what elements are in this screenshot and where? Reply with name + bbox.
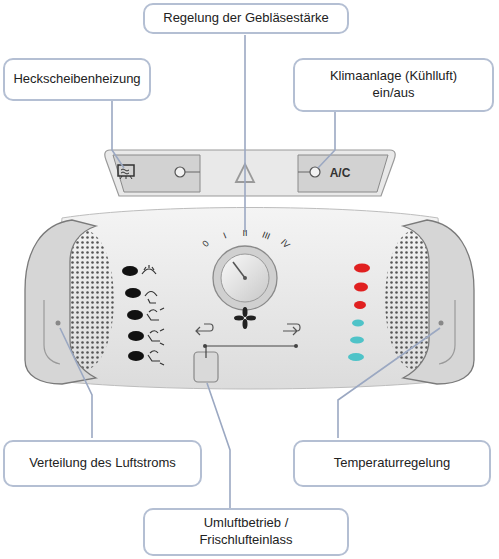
left-vent-part	[25, 220, 96, 384]
fan-speed-mark: II	[242, 229, 247, 238]
air-distribution-icons-part	[148, 329, 164, 345]
rear-defrost-button-part	[121, 169, 129, 174]
leader-lines-part	[60, 328, 92, 438]
leader-lines-part	[338, 328, 440, 438]
temperature-dots-part	[348, 353, 364, 361]
fan-knob-part	[233, 262, 245, 278]
fan-knob	[213, 246, 277, 310]
switch-strip	[105, 150, 395, 196]
fan-icon-part	[243, 307, 248, 317]
callout-box: Regelung der Gebläsestärke	[143, 3, 349, 34]
left-vent-part	[56, 321, 61, 326]
rear-defrost-button	[113, 155, 200, 192]
callout-label: Verteilung des Luftstroms	[29, 455, 176, 472]
temperature-dots-part	[350, 337, 364, 344]
right-vent-part	[439, 321, 444, 326]
fan-icon-part	[243, 319, 248, 329]
air-distribution-dots-part	[122, 266, 138, 276]
ac-button-part	[310, 167, 320, 177]
air-distribution-dots-part	[125, 288, 141, 298]
recirculation-slider-part	[205, 346, 206, 358]
right-vent-part	[439, 300, 455, 364]
callout-label: Umluftbetrieb / Frischlufteinlass	[176, 515, 316, 549]
fan-icon	[234, 307, 256, 329]
recirculation-slider-part	[294, 344, 298, 348]
recirculation-slider-part	[196, 324, 213, 335]
left-vent	[25, 220, 114, 384]
switch-strip-part	[105, 150, 395, 196]
rear-defrost-button-part	[120, 176, 132, 179]
fan-knob-part	[221, 254, 269, 302]
fan-icon-part	[246, 316, 256, 321]
left-vent-part	[44, 300, 60, 364]
callout-box: Heckscheibenheizung	[3, 58, 151, 101]
temperature-dots-part	[354, 301, 366, 309]
leader-lines-part	[112, 101, 124, 168]
air-distribution-icons-part	[147, 308, 164, 320]
callout-label: Heckscheibenheizung	[13, 71, 140, 88]
callout-box: Umluftbetrieb / Frischlufteinlass	[143, 508, 349, 556]
air-distribution-dots-part	[128, 331, 144, 341]
callout-box: Verteilung des Luftstroms	[3, 440, 202, 487]
recirculation-slider	[194, 324, 300, 382]
temperature-dots-part	[354, 283, 368, 292]
callout-box: Klimaanlage (Kühlluft) ein/aus	[293, 58, 494, 112]
air-distribution-icons	[142, 265, 164, 365]
rear-defrost-button-part	[175, 167, 185, 177]
rear-defrost-button-part	[185, 172, 200, 173]
callout-label: Temperaturregelung	[334, 455, 450, 472]
callout-label: Klimaanlage (Kühlluft) ein/aus	[324, 68, 464, 102]
fan-knob-part	[243, 276, 247, 280]
leader-lines-part	[244, 35, 246, 232]
right-vent-part	[403, 220, 474, 384]
rear-defrost-button-part	[113, 155, 200, 192]
air-distribution-icons-part	[148, 351, 164, 365]
recirculation-slider-part	[205, 345, 296, 346]
rear-defrost-button-part	[118, 165, 134, 176]
right-vent	[385, 220, 474, 384]
air-distribution-icons-part	[145, 292, 157, 304]
fan-knob-part	[213, 246, 277, 310]
temperature-dots-part	[354, 264, 370, 273]
callout-label: Regelung der Gebläsestärke	[163, 10, 329, 27]
temperature-dots	[348, 264, 370, 362]
air-distribution-icons-part	[142, 265, 156, 274]
leader-lines-part	[318, 112, 335, 168]
ac-button	[298, 155, 388, 192]
leader-lines-part	[207, 383, 230, 508]
callout-box: Temperaturregelung	[293, 440, 491, 487]
ac-button-part	[298, 155, 388, 192]
button-text: A/C	[330, 167, 351, 179]
recirculation-slider-part	[283, 324, 300, 335]
air-distribution-dots	[122, 266, 144, 361]
air-distribution-dots-part	[127, 310, 143, 320]
temperature-dots-part	[352, 320, 364, 327]
fan-icon-part	[234, 316, 244, 321]
ac-button-part	[298, 172, 310, 173]
air-distribution-dots-part	[128, 351, 144, 361]
